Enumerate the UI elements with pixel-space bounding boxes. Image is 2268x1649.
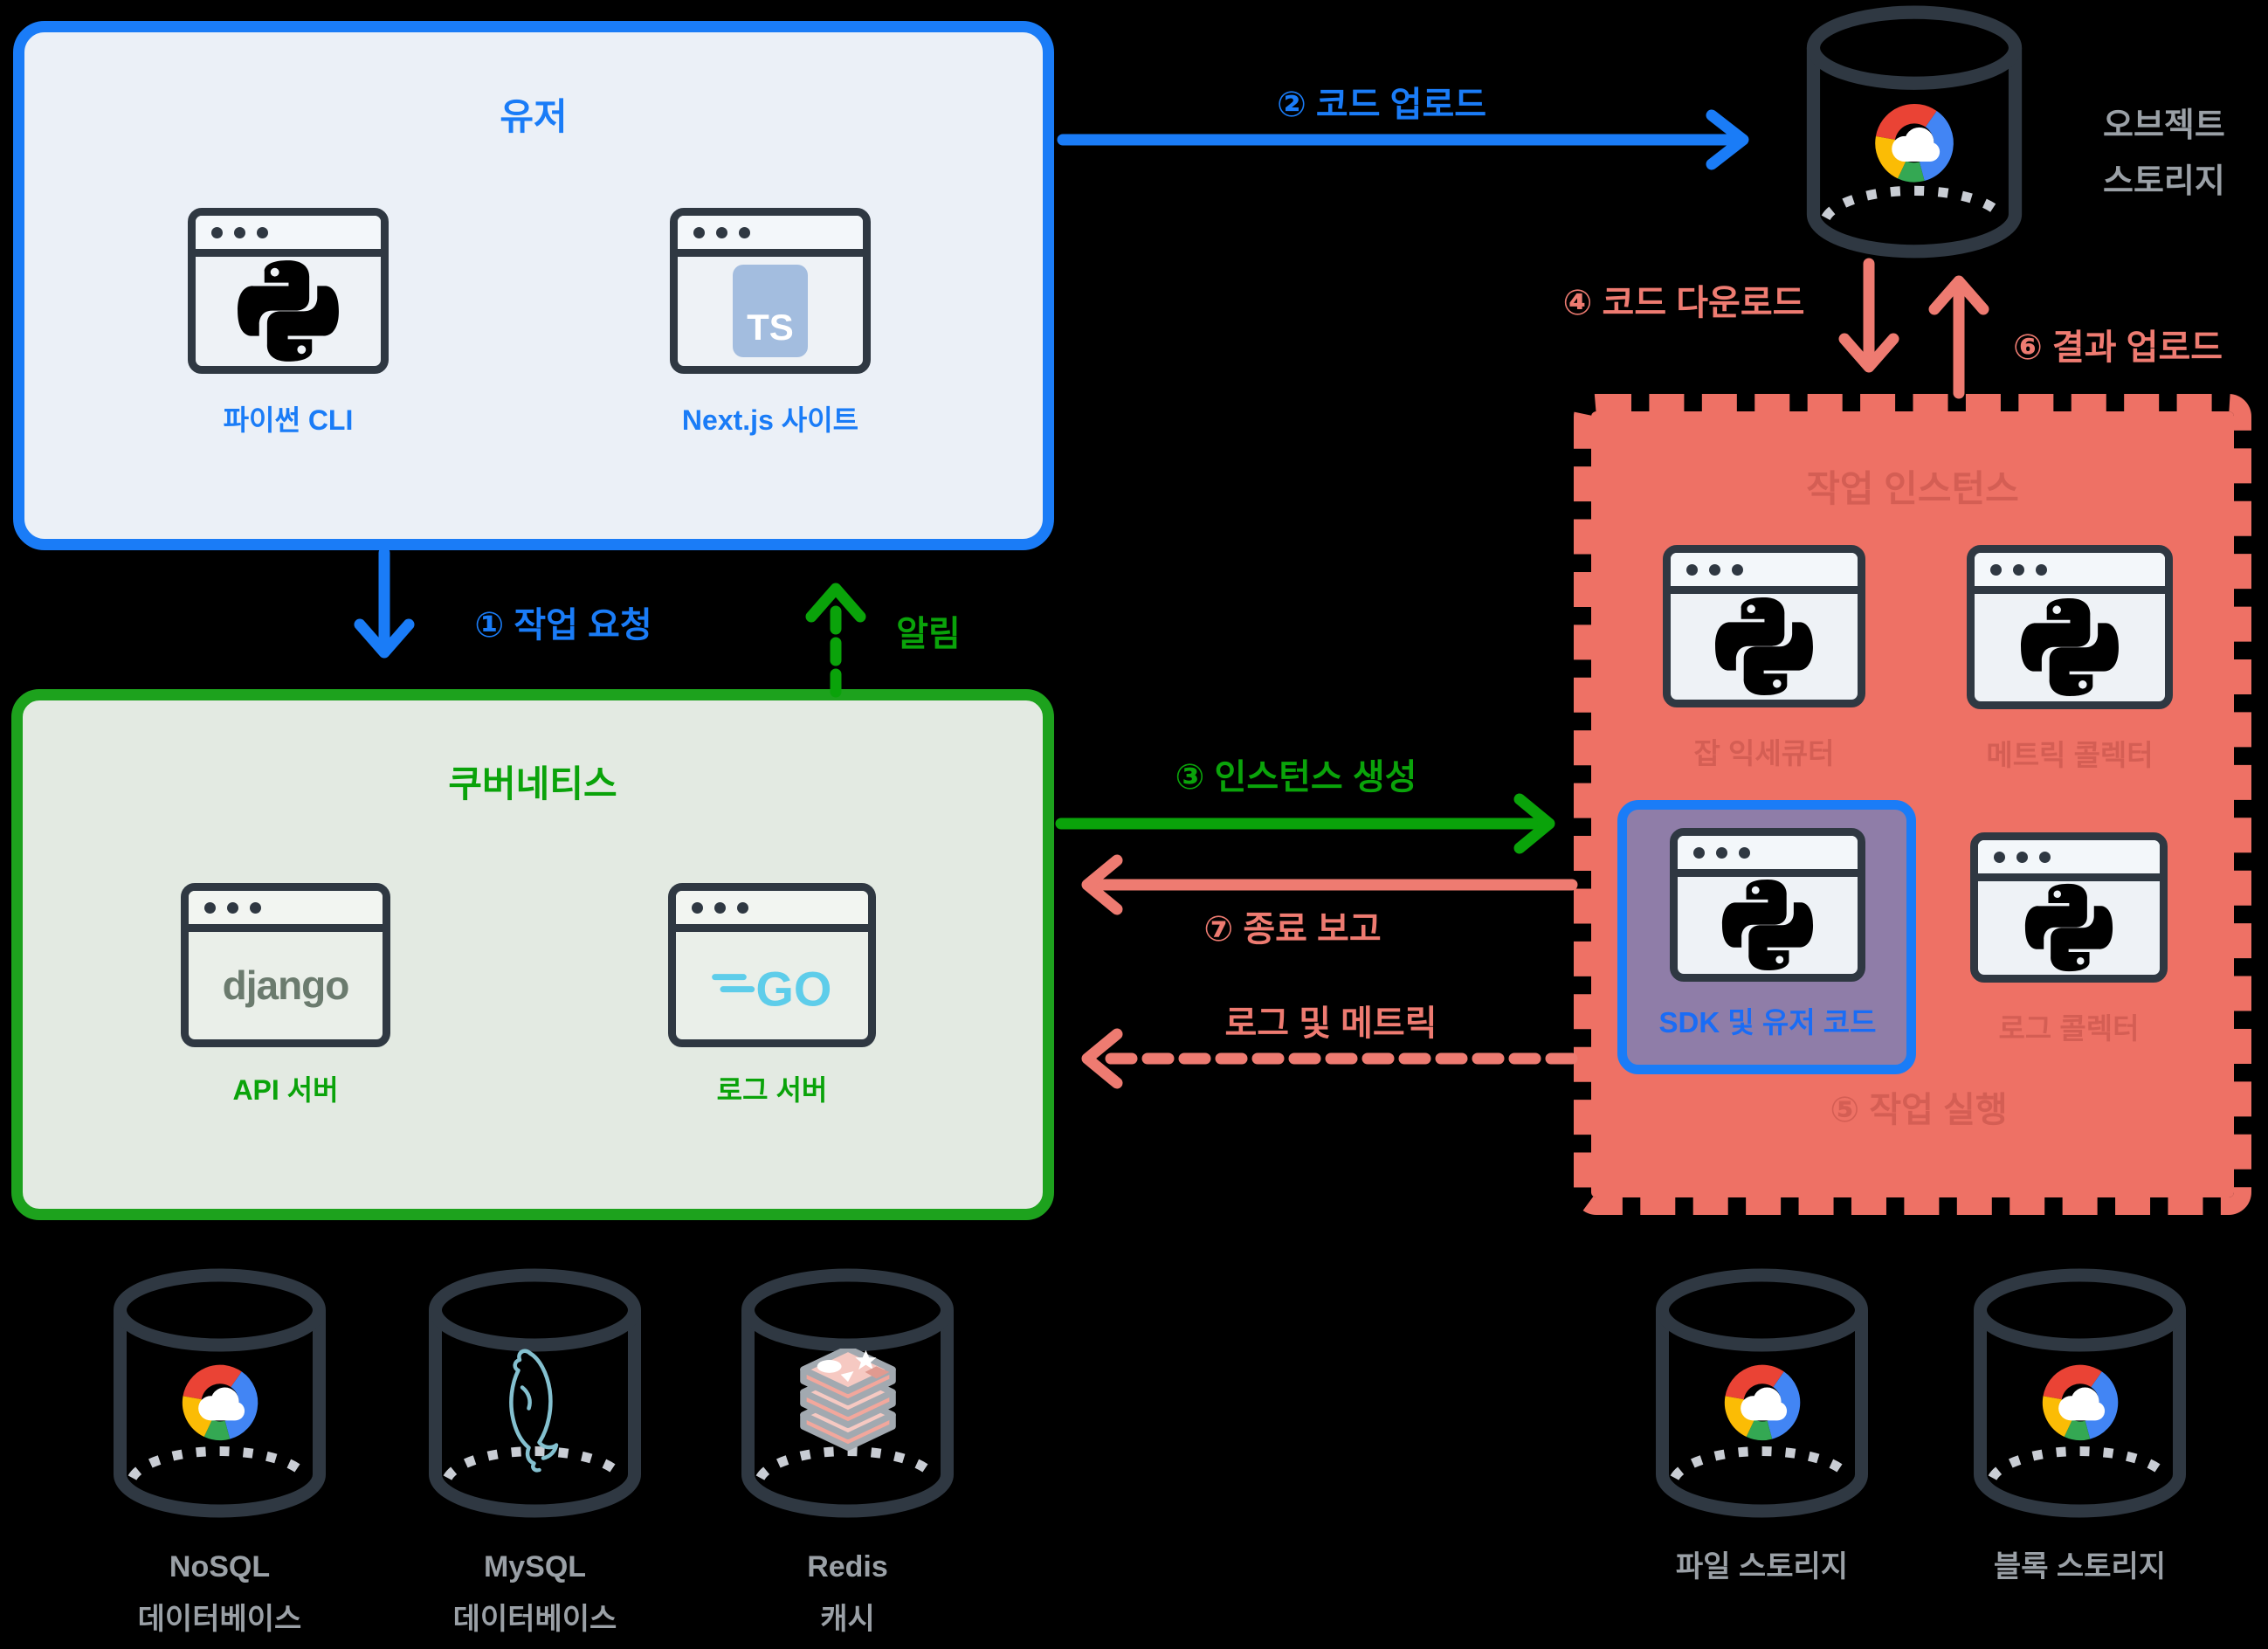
sdk-user-code-app: SDK 및 유저 코드 [1658,828,1877,1041]
code-upload-label: ② 코드 업로드 [1276,86,1487,124]
notify-label: 알림 [896,615,961,653]
python-icon [2021,598,2119,696]
job-executor-app: 잡 익세큐터 [1663,545,1865,772]
instance-create-arrow [1055,793,1555,854]
nextjs-app: TS Next.js 사이트 [670,208,871,438]
result-upload-arrow [1928,275,1989,399]
api-server-label: API 서버 [232,1074,339,1106]
redis-cache-cylinder: Redis 캐시 [732,1265,963,1646]
window-titlebar [678,216,863,257]
code-upload-arrow [1057,109,1749,170]
block-storage-cylinder: 블록 스토리지 [1964,1265,2196,1593]
mysql-icon [508,1349,558,1473]
metric-collector-label: 메트릭 콜렉터 [1986,739,2154,771]
log-collector-app: 로그 콜렉터 [1970,832,2168,1047]
code-download-label: ④ 코드 다운로드 [1562,284,1805,322]
object-storage-label: 오브젝트 스토리지 [2103,107,2225,200]
sdk-user-code-label: SDK 및 유저 코드 [1658,1006,1877,1038]
file-storage-cylinder: 파일 스토리지 [1646,1265,1878,1593]
job-request-arrow [354,547,415,659]
job-executor-label: 잡 익세큐터 [1693,737,1835,769]
block-storage-label: 블록 스토리지 [1993,1550,2167,1583]
api-server-window: django [181,883,390,1047]
python-cli-window [188,208,389,374]
notify-arrow [805,583,866,698]
python-cli-label: 파이썬 CLI [223,404,354,436]
log-server-window: GO [668,883,876,1047]
window-titlebar [1978,840,2160,881]
logs-metrics-arrow [1081,1028,1578,1089]
result-upload-label: ⑥ 결과 업로드 [2012,328,2223,367]
log-collector-window [1970,832,2168,983]
sdk-user-code-window [1670,828,1865,982]
python-icon [2024,883,2113,972]
job-instance-title: 작업 인스턴스 [1806,468,2019,509]
window-titlebar [1975,553,2165,594]
window-titlebar [676,891,868,932]
google-cloud-icon [1705,1357,1820,1452]
terminate-report-label: ⑦ 종료 보고 [1203,910,1382,949]
log-server-app: GO 로그 서버 [668,883,876,1108]
google-cloud-icon [1855,96,1974,194]
mysql-database-label: MySQL 데이터베이스 [452,1550,617,1636]
google-cloud-icon [162,1357,278,1452]
nosql-database-cylinder: NoSQL 데이터베이스 [104,1265,335,1646]
user-box-title: 유저 [500,96,568,137]
python-icon [1715,597,1813,695]
metric-collector-app: 메트릭 콜렉터 [1967,545,2173,774]
job-run-label: ⑤ 작업 실행 [1830,1091,2008,1129]
api-server-app: django API 서버 [181,883,390,1108]
log-collector-label: 로그 콜렉터 [1998,1012,2140,1045]
python-icon [1721,879,1814,971]
nextjs-window: TS [670,208,871,374]
django-icon: django [222,962,350,1008]
typescript-icon: TS [733,265,808,357]
job-request-label: ① 작업 요청 [474,606,652,645]
window-titlebar [1671,553,1858,594]
window-titlebar [189,891,383,932]
nextjs-label: Next.js 사이트 [681,404,859,436]
window-titlebar [196,216,381,257]
go-icon: GO [712,961,831,1016]
svg-text:GO: GO [755,961,831,1016]
redis-cache-label: Redis 캐시 [807,1550,888,1636]
terminate-report-arrow [1081,854,1578,915]
instance-create-label: ③ 인스턴스 생성 [1175,758,1417,797]
python-icon [238,260,339,362]
code-download-arrow [1838,258,1899,373]
window-titlebar [1678,836,1858,877]
google-cloud-icon [2023,1357,2138,1452]
file-storage-label: 파일 스토리지 [1675,1550,1849,1583]
redis-icon [799,1349,896,1451]
kubernetes-box-title: 쿠버네티스 [448,763,617,804]
logs-metrics-label: 로그 및 메트릭 [1224,1004,1437,1043]
job-executor-window [1663,545,1865,707]
metric-collector-window [1967,545,2173,709]
mysql-database-cylinder: MySQL 데이터베이스 [419,1265,651,1646]
user-box [13,21,1054,550]
python-cli-app: 파이썬 CLI [188,208,389,438]
nosql-database-label: NoSQL 데이터베이스 [137,1550,302,1636]
object-storage-cylinder [1797,2,2031,264]
log-server-label: 로그 서버 [716,1074,828,1106]
